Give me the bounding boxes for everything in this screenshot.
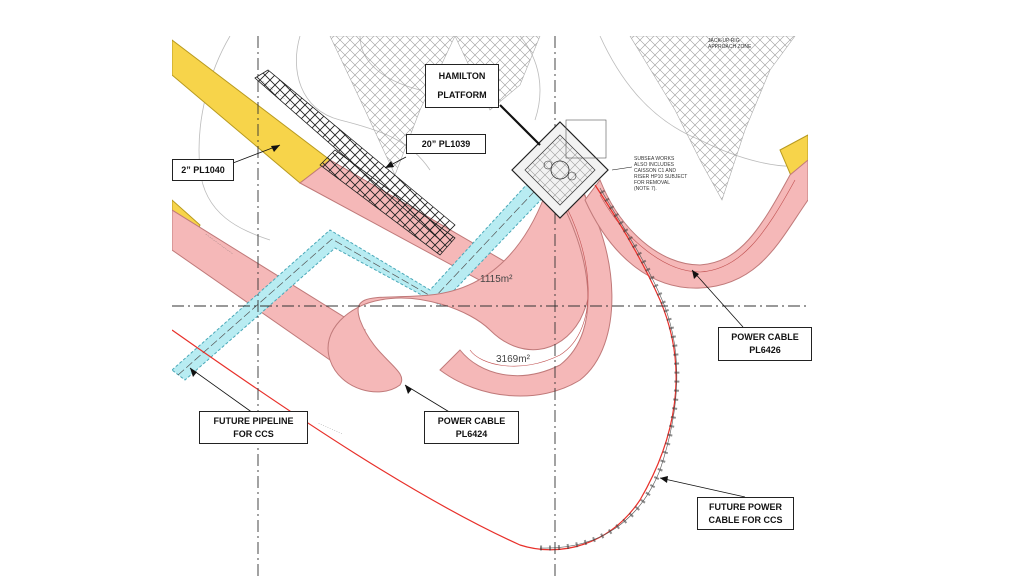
hamilton-platform xyxy=(511,119,609,219)
pl1039-label: 20” PL1039 xyxy=(406,134,486,154)
area-label-1115: 1115m² xyxy=(480,274,513,285)
pl1040-text: 2” PL1040 xyxy=(181,165,225,175)
pl6426-corridor xyxy=(584,159,808,289)
cable-centerlines xyxy=(469,179,796,367)
pl6424-main-band xyxy=(439,187,613,397)
subsea-line-1: SUBSEA WORKS xyxy=(634,156,675,162)
subsea-line-4: RISER HP10 SUBJECT xyxy=(634,174,688,180)
hamilton-platform-label: HAMILTON PLATFORM xyxy=(425,64,499,108)
pl6426-label: POWER CABLE PL6426 xyxy=(718,327,812,361)
subsea-line-3: CAISSON C1 AND xyxy=(634,168,676,174)
pl6424-corridor xyxy=(327,194,595,393)
ccs-pipeline-centerline xyxy=(177,177,548,376)
ccs-pipeline-line-1: FUTURE PIPELINE xyxy=(213,416,294,426)
subsea-line-5: FOR REMOVAL xyxy=(634,180,671,186)
subsea-note: SUBSEA WORKS ALSO INCLUDES CAISSON C1 AN… xyxy=(634,156,687,192)
ccs-pipeline-line-2: FOR CCS xyxy=(233,429,274,439)
svg-text:- - - - - - - - - - -: - - - - - - - - - - - xyxy=(318,420,344,435)
ccs-pipeline-label: FUTURE PIPELINE FOR CCS xyxy=(199,411,308,444)
hamilton-line-2: PLATFORM xyxy=(437,90,487,100)
subsea-line-2: ALSO INCLUDES xyxy=(634,162,675,168)
subsea-line-6: (NOTE 7). xyxy=(634,186,657,192)
jackup-note: JACK-UP RIG APPROACH ZONE xyxy=(708,38,751,50)
pl1040-label: 2” PL1040 xyxy=(172,159,234,181)
pl6424-line-1: POWER CABLE xyxy=(437,416,506,426)
future-ccs-cable xyxy=(172,184,677,551)
pl1039-text: 20” PL1039 xyxy=(421,139,471,149)
jackup-line-2: APPROACH ZONE xyxy=(708,44,752,50)
leader-arrowheads xyxy=(190,145,699,483)
hamilton-line-1: HAMILTON xyxy=(438,71,486,81)
pl6424-line-2: PL6424 xyxy=(455,429,488,439)
future-ccs-cable-guide xyxy=(539,187,678,549)
pl1039-hatch-strip-2 xyxy=(319,149,456,256)
pl6426-line-2: PL6426 xyxy=(749,345,781,355)
pl6424-label: POWER CABLE PL6424 xyxy=(424,411,519,444)
ccs-cable-label: FUTURE POWER CABLE FOR CCS xyxy=(697,497,794,530)
jackup-line-1: JACK-UP RIG xyxy=(708,38,740,44)
ccs-cable-line-1: FUTURE POWER xyxy=(709,502,782,512)
ccs-cable-line-2: CABLE FOR CCS xyxy=(708,515,783,525)
area-label-3169: 3169m² xyxy=(496,354,530,365)
pl6426-line-1: POWER CABLE xyxy=(731,332,799,342)
reference-lines xyxy=(172,36,808,576)
leader-lines xyxy=(189,104,746,498)
